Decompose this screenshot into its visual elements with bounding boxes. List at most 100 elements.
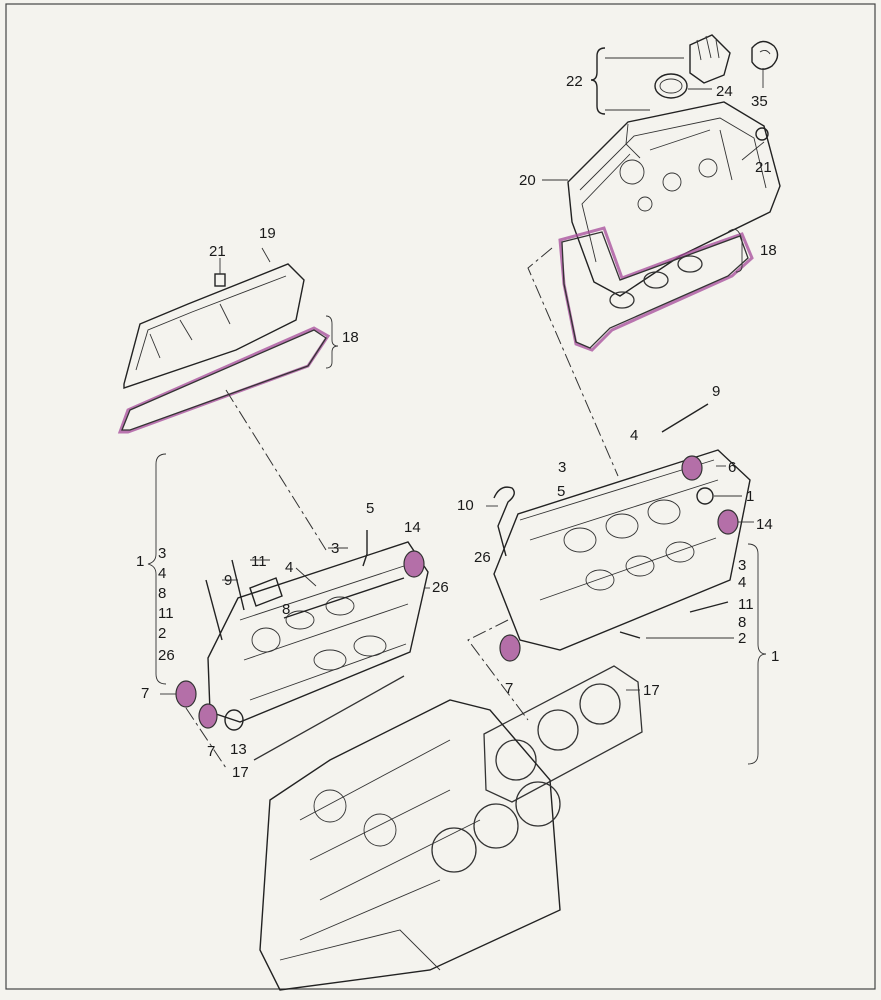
bracket-1-left xyxy=(147,453,167,685)
right-cover-dashed-axis xyxy=(527,247,619,477)
left-valve-cover-gasket-highlight xyxy=(117,326,331,434)
list-left-4: 4 xyxy=(158,565,166,582)
block-bore-mid xyxy=(363,813,397,847)
callout-5-left: 5 xyxy=(366,500,374,517)
callout-7-left-b: 7 xyxy=(207,743,215,760)
bracket-18-right xyxy=(727,228,743,273)
left-valve-cover-ribs xyxy=(135,275,287,371)
right-valve-cover-gasket-highlight xyxy=(558,226,754,352)
callout-9-right: 9 xyxy=(712,383,720,400)
engine-block-group xyxy=(259,699,561,991)
right-valve-cover xyxy=(567,101,781,297)
right-head-dashed-axis xyxy=(467,619,529,721)
right-head-port-5 xyxy=(625,555,655,577)
engine-block-edges xyxy=(299,739,481,941)
right-head-port-1 xyxy=(563,527,597,553)
callout-8-left: 8 xyxy=(282,601,290,618)
callout-7-left-a: 7 xyxy=(141,685,149,702)
right-head-port-3 xyxy=(647,499,681,525)
callout-10: 10 xyxy=(457,497,474,514)
callout-11-right: 11 xyxy=(738,596,754,613)
engine-block xyxy=(259,699,561,991)
callout-3-left: 3 xyxy=(331,540,339,557)
lifting-bracket xyxy=(493,486,515,557)
left-head-port-3 xyxy=(285,610,315,630)
cap-bolt-left xyxy=(231,559,245,611)
right-valve-cover-group xyxy=(527,34,781,477)
right-cylinder-head-group xyxy=(467,403,767,765)
breather-cap xyxy=(751,40,779,70)
sensor-5-left xyxy=(362,530,368,567)
callout-7-right: 7 xyxy=(505,680,513,697)
list-left-11: 11 xyxy=(158,605,174,622)
block-bore-2 xyxy=(473,803,519,849)
bearing-cap-left xyxy=(249,577,283,607)
list-left-2: 2 xyxy=(158,625,166,642)
left-valve-cover xyxy=(123,263,305,389)
coil-opening-3 xyxy=(637,196,653,212)
callout-35: 35 xyxy=(751,93,768,110)
left-head-port-1 xyxy=(313,649,347,671)
seal-14-right xyxy=(717,509,739,535)
list-left-8: 8 xyxy=(158,585,166,602)
gasket-spark-hole-1 xyxy=(609,291,635,309)
list-left-3: 3 xyxy=(158,545,166,562)
left-camshaft xyxy=(283,577,405,619)
leader-lines xyxy=(160,465,754,695)
callout-1-left-group: 1 xyxy=(136,553,144,570)
gasket-bore-3 xyxy=(579,683,621,725)
callout-8-right: 8 xyxy=(738,614,746,631)
left-cylinder-head-group xyxy=(147,453,429,769)
stud-2-right xyxy=(619,631,641,639)
list-left-26: 26 xyxy=(158,647,175,664)
bracket-1-right xyxy=(747,543,767,765)
callout-24: 24 xyxy=(716,83,733,100)
callout-6: 6 xyxy=(728,459,736,476)
coil-opening-1 xyxy=(662,172,682,192)
gasket-spark-hole-3 xyxy=(677,255,703,273)
callout-21-left: 21 xyxy=(209,243,226,260)
callout-17-right: 17 xyxy=(643,682,660,699)
seal-7-left-a xyxy=(175,680,197,708)
left-head-dashed-axis xyxy=(185,707,227,769)
gasket-bore-2 xyxy=(537,709,579,751)
callout-13: 13 xyxy=(230,741,247,758)
head-gasket-right xyxy=(483,665,643,803)
gasket-bore-1 xyxy=(495,739,537,781)
right-valve-cover-ribs xyxy=(579,117,767,263)
plug-1-right xyxy=(696,487,714,505)
callout-3-right-top: 3 xyxy=(558,459,566,476)
cap-seal-ring-inner xyxy=(659,78,683,94)
right-valve-cover-gasket xyxy=(561,231,749,349)
right-head-port-4 xyxy=(585,569,615,591)
nut-21-right xyxy=(755,127,769,141)
bracket-22 xyxy=(590,47,606,115)
breather-cap-detail xyxy=(759,49,771,55)
callout-11-left: 11 xyxy=(251,553,267,570)
callout-4-right: 4 xyxy=(738,574,746,591)
callout-18-right: 18 xyxy=(760,242,777,259)
callout-14-right: 14 xyxy=(756,516,773,533)
head-bolt-right xyxy=(661,403,709,433)
seal-7-left-b xyxy=(198,703,218,729)
block-bore-1 xyxy=(431,827,477,873)
callout-9-left: 9 xyxy=(224,572,232,589)
right-cylinder-head xyxy=(493,449,751,651)
page-border xyxy=(5,3,876,990)
callout-21-right: 21 xyxy=(755,159,772,176)
nut-21-left xyxy=(214,273,226,287)
callout-1-right-group: 1 xyxy=(771,648,779,665)
callout-3-right: 3 xyxy=(738,557,746,574)
callout-18-left: 18 xyxy=(342,329,359,346)
engine-block-base xyxy=(279,929,441,971)
oil-filler-cap-ridges xyxy=(696,35,720,61)
callout-5-right: 5 xyxy=(557,483,565,500)
right-head-port-6 xyxy=(665,541,695,563)
seal-6-right xyxy=(681,455,703,481)
callout-4-right-top: 4 xyxy=(630,427,638,444)
left-head-port-4 xyxy=(325,596,355,616)
plug-13-left xyxy=(224,709,244,731)
callout-26-right: 26 xyxy=(474,549,491,566)
